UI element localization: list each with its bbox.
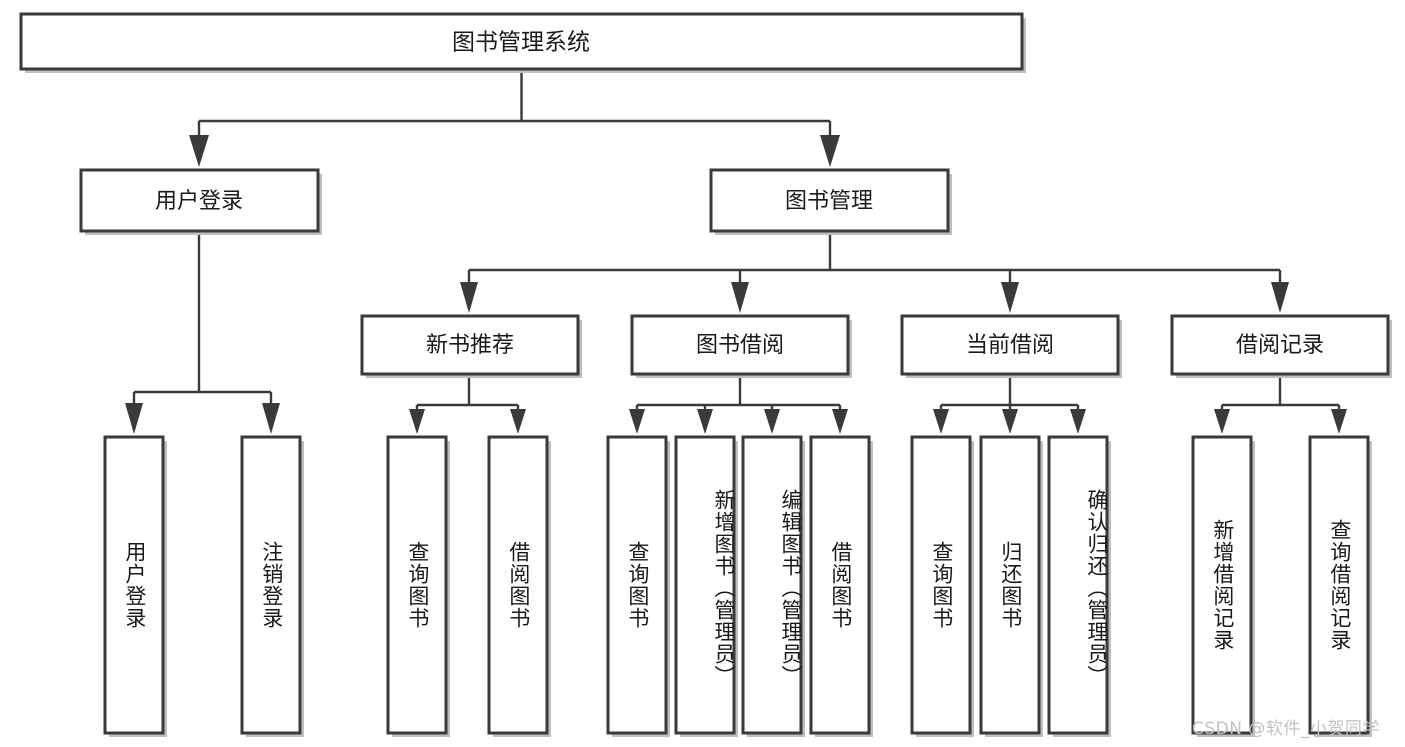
node-leaf-borrow-book-1[interactable]	[487, 435, 551, 737]
arrow-leaf-user-login	[125, 403, 143, 434]
arrow-leaf-add-book	[697, 409, 713, 434]
node-current-borrow[interactable]: 当前借阅	[900, 314, 1122, 378]
node-leaf-add-record[interactable]	[1191, 435, 1255, 737]
node-new-book-recommend-label: 新书推荐	[426, 333, 514, 358]
node-book-borrow[interactable]: 图书借阅	[630, 314, 852, 378]
node-borrow-record[interactable]: 借阅记录	[1170, 314, 1392, 378]
arrow-leaf-logout-login	[262, 403, 280, 434]
node-leaf-confirm-return[interactable]	[1047, 435, 1111, 737]
node-book-borrow-label: 图书借阅	[696, 333, 784, 358]
node-leaf-edit-book[interactable]	[741, 435, 805, 737]
node-book-management-label: 图书管理	[785, 189, 873, 214]
node-leaf-logout-login[interactable]	[240, 435, 304, 737]
connector-group-borrow-record	[1214, 375, 1347, 434]
connector-group-book-management	[460, 233, 1289, 313]
node-book-management[interactable]: 图书管理	[709, 168, 952, 235]
arrow-leaf-query-book-1	[409, 409, 425, 434]
arrow-leaf-edit-book	[764, 409, 780, 434]
node-leaf-add-book[interactable]	[674, 435, 738, 737]
arrow-leaf-return-book	[1002, 409, 1018, 434]
node-root[interactable]: 图书管理系统	[19, 12, 1026, 73]
arrow-leaf-query-book-3	[933, 409, 949, 434]
node-new-book-recommend[interactable]: 新书推荐	[360, 314, 582, 378]
node-user-login[interactable]: 用户登录	[79, 168, 322, 235]
node-root-label: 图书管理系统	[452, 30, 590, 56]
arrow-leaf-add-record	[1214, 409, 1230, 434]
connector-group-user-login	[125, 233, 280, 434]
arrow-root-to-user-login	[189, 135, 209, 167]
connector-group-root	[189, 70, 840, 167]
node-leaf-query-book-3[interactable]	[910, 435, 974, 737]
connector-group-book-borrow	[629, 375, 848, 434]
arrow-to-current-borrow	[1001, 282, 1019, 313]
arrow-leaf-query-book-2	[629, 409, 645, 434]
arrow-to-book-borrow	[731, 282, 749, 313]
connector-group-current-borrow	[933, 375, 1086, 434]
node-leaf-query-record[interactable]	[1308, 435, 1372, 737]
node-leaf-query-book-1[interactable]	[386, 435, 450, 737]
node-leaf-user-login[interactable]	[103, 435, 167, 737]
csdn-watermark: CSDN @软件_小贺同学	[1192, 719, 1380, 739]
arrow-leaf-confirm-return	[1070, 409, 1086, 434]
arrow-leaf-borrow-book-2	[832, 409, 848, 434]
node-user-login-label: 用户登录	[155, 189, 243, 214]
arrow-root-to-book-management	[820, 135, 840, 167]
arrow-to-new-book-recommend	[460, 282, 478, 313]
arrow-leaf-query-record	[1331, 409, 1347, 434]
node-current-borrow-label: 当前借阅	[966, 333, 1054, 358]
connector-group-new-book-recommend	[409, 375, 526, 434]
arrow-to-borrow-record	[1271, 282, 1289, 313]
node-leaf-query-book-2[interactable]	[606, 435, 670, 737]
arrow-leaf-borrow-book-1	[510, 409, 526, 434]
node-borrow-record-label: 借阅记录	[1236, 333, 1324, 358]
node-leaf-return-book[interactable]	[979, 435, 1043, 737]
node-leaf-borrow-book-2[interactable]	[809, 435, 873, 737]
